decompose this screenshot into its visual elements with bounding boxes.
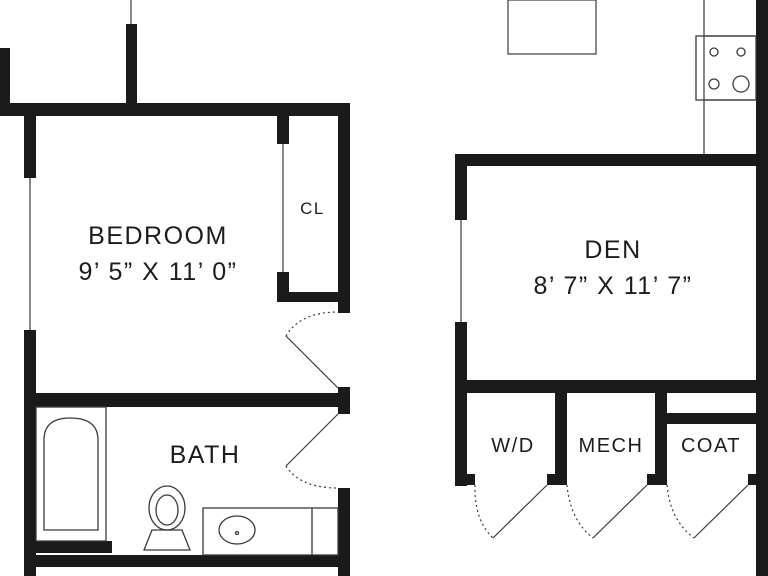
stove-burner-3 xyxy=(708,78,720,90)
den-dimensions: 8’ 7” X 11’ 7” xyxy=(533,272,693,300)
wd-label: W/D xyxy=(491,435,535,457)
door-bath-leaf xyxy=(285,413,339,467)
toilet-tank xyxy=(143,529,191,551)
wall-topleft-stub-right xyxy=(126,24,137,108)
wall-bath-right-lower xyxy=(338,488,350,576)
wall-bath-shelf xyxy=(36,541,112,553)
wall-wd-jamb xyxy=(455,474,475,485)
wall-bedroom-top xyxy=(0,103,350,116)
door-wd-swing xyxy=(474,484,494,539)
door-coat-swing xyxy=(666,484,695,539)
wall-den-top xyxy=(455,154,768,166)
wall-mech-jamb-right xyxy=(647,474,667,485)
coat-label: COAT xyxy=(680,435,742,457)
wall-bath-bottom xyxy=(24,555,350,567)
mech-label: MECH xyxy=(578,435,644,457)
wall-topleft-stub-left xyxy=(0,48,10,108)
wall-coat-top xyxy=(655,413,768,424)
doors xyxy=(285,311,749,539)
stove xyxy=(695,35,757,101)
wall-bedroom-left-lower xyxy=(24,330,36,576)
bedroom-dimensions: 9’ 5” X 11’ 0” xyxy=(78,258,238,286)
door-wd-leaf xyxy=(492,484,548,539)
wall-bath-right-upper xyxy=(338,387,350,414)
door-mech-leaf xyxy=(592,484,648,539)
stove-burner-4 xyxy=(732,75,750,93)
door-bedroom-swing xyxy=(285,311,339,337)
wall-den-left-lower xyxy=(455,322,467,486)
bathtub-outer xyxy=(35,406,107,542)
wall-den-left-upper xyxy=(455,154,467,220)
vanity-sink xyxy=(218,515,256,545)
wall-right-edge xyxy=(756,0,768,576)
wall-den-bottom xyxy=(455,380,768,393)
stove-burner-1 xyxy=(709,47,719,57)
bathtub-inner xyxy=(43,417,99,531)
wall-bedroom-bath-divider xyxy=(24,393,350,407)
fixtures xyxy=(35,35,757,556)
toilet-seat xyxy=(155,494,179,526)
stove-burner-2 xyxy=(736,47,746,57)
wall-bedroom-right xyxy=(338,103,350,313)
den-name: DEN xyxy=(584,236,642,264)
bath-name: BATH xyxy=(169,441,241,469)
wall-wd-mech-divider xyxy=(555,393,567,485)
door-mech-swing xyxy=(566,484,594,539)
closet-label: CL xyxy=(300,199,325,218)
wall-coat-jamb-right xyxy=(748,474,768,485)
door-bath-swing xyxy=(285,465,339,489)
vanity-drain xyxy=(234,530,240,536)
toilet-bowl xyxy=(148,485,186,531)
wall-bedroom-left-upper xyxy=(24,116,36,178)
vanity-counter xyxy=(202,507,339,556)
wall-mech-coat-divider xyxy=(655,393,667,485)
door-bedroom-leaf xyxy=(285,335,339,389)
door-coat-leaf xyxy=(693,484,749,539)
wall-closet-top-stub xyxy=(277,116,289,144)
bedroom-name: BEDROOM xyxy=(88,222,228,250)
wall-closet-bottom xyxy=(277,292,350,302)
kitchen-island xyxy=(507,0,597,55)
wall-wd-jamb-right xyxy=(547,474,567,485)
